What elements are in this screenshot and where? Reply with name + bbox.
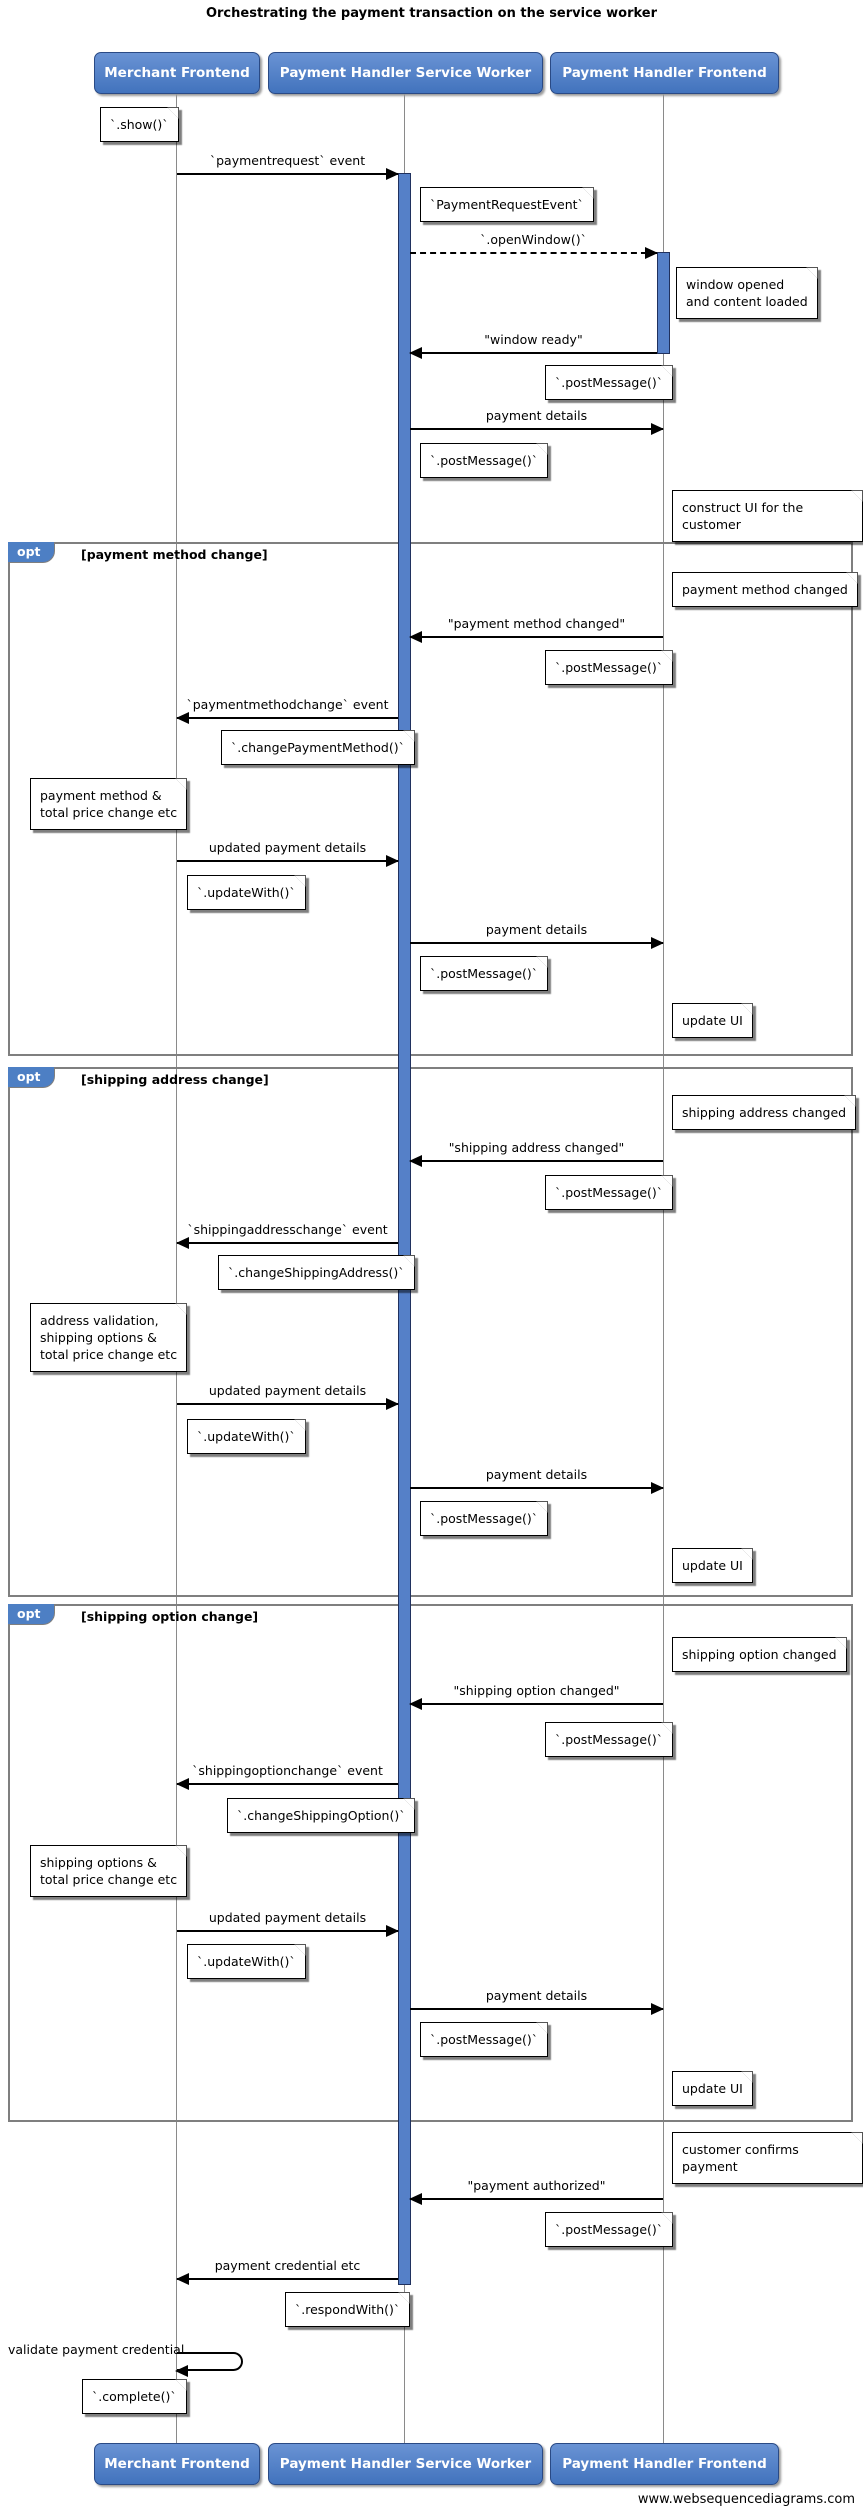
note-window-opened: window opened and content loaded xyxy=(676,267,818,319)
label-updated-payment-details-3: updated payment details xyxy=(208,1910,367,1925)
note-postmessage-3: `.postMessage()` xyxy=(545,650,674,685)
note-postmessage-5: `.postMessage()` xyxy=(545,1175,674,1210)
participant-merchant-frontend-bottom: Merchant Frontend xyxy=(94,2443,260,2485)
arrow-shippingaddresschange-event xyxy=(176,1237,398,1249)
label-window-ready: "window ready" xyxy=(484,332,583,347)
arrow-shipping-address-changed xyxy=(409,1155,663,1167)
arrow-updated-payment-details-3 xyxy=(177,1925,399,1937)
arrow-payment-details-2 xyxy=(410,937,664,949)
participant-service-worker-bottom: Payment Handler Service Worker xyxy=(268,2443,543,2485)
opt-frame-shipping-address-change xyxy=(8,1067,853,1597)
participant-merchant-frontend-top: Merchant Frontend xyxy=(94,52,260,94)
label-paymentmethodchange-event: `paymentmethodchange` event xyxy=(186,697,389,712)
note-postmessage-6: `.postMessage()` xyxy=(420,1501,549,1536)
lifeline-merchant-frontend xyxy=(176,92,177,2443)
note-changeshippingaddress: `.changeShippingAddress()` xyxy=(218,1255,415,1290)
arrow-payment-credential xyxy=(176,2273,398,2285)
note-respondwith: `.respondWith()` xyxy=(285,2292,411,2327)
label-payment-method-changed: "payment method changed" xyxy=(447,616,626,631)
note-postmessage-8: `.postMessage()` xyxy=(420,2022,549,2057)
note-changeshippingoption: `.changeShippingOption()` xyxy=(227,1798,416,1833)
label-shippingoptionchange-event: `shippingoptionchange` event xyxy=(192,1763,383,1778)
label-payment-authorized: "payment authorized" xyxy=(467,2178,606,2193)
activation-service-worker xyxy=(398,173,411,2285)
note-updatewith-2: `.updateWith()` xyxy=(187,1419,306,1454)
arrow-updated-payment-details-1 xyxy=(177,855,399,867)
note-update-ui-1: update UI xyxy=(672,1003,753,1038)
arrow-payment-authorized xyxy=(409,2193,663,2205)
note-paymentrequestevent: `PaymentRequestEvent` xyxy=(420,187,594,222)
opt-badge-3: opt xyxy=(8,1604,55,1625)
label-paymentrequest-event: `paymentrequest` event xyxy=(209,153,366,168)
note-update-ui-3: update UI xyxy=(672,2071,753,2106)
note-postmessage-4: `.postMessage()` xyxy=(420,956,549,991)
note-show: `.show()` xyxy=(100,107,179,142)
note-payment-method-changed: payment method changed xyxy=(672,572,858,607)
note-postmessage-1: `.postMessage()` xyxy=(545,365,674,400)
participant-handler-frontend-top: Payment Handler Frontend xyxy=(550,52,779,94)
note-updatewith-1: `.updateWith()` xyxy=(187,875,306,910)
arrow-payment-details-1 xyxy=(410,423,664,435)
label-validate-payment-credential: validate payment credential xyxy=(8,2342,185,2357)
label-openwindow: `.openWindow()` xyxy=(480,232,587,247)
arrow-updated-payment-details-2 xyxy=(177,1398,399,1410)
arrow-shipping-option-changed xyxy=(409,1698,663,1710)
arrow-validate-self-loop xyxy=(175,2352,243,2377)
participant-handler-frontend-bottom: Payment Handler Frontend xyxy=(550,2443,779,2485)
opt-condition-shipping-option: [shipping option change] xyxy=(81,1609,259,1624)
label-updated-payment-details-1: updated payment details xyxy=(208,840,367,855)
label-shippingaddresschange-event: `shippingaddresschange` event xyxy=(187,1222,388,1237)
arrow-payment-details-3 xyxy=(410,1482,664,1494)
participant-service-worker-top: Payment Handler Service Worker xyxy=(268,52,543,94)
arrow-payment-method-changed xyxy=(409,631,663,643)
label-payment-details-3: payment details xyxy=(485,1467,588,1482)
lifeline-handler-frontend xyxy=(663,92,664,2443)
note-update-ui-2: update UI xyxy=(672,1548,753,1583)
label-payment-details-2: payment details xyxy=(485,922,588,937)
arrow-paymentrequest-event xyxy=(177,168,399,180)
note-address-validation: address validation, shipping options & t… xyxy=(30,1303,188,1372)
note-payment-method-total: payment method & total price change etc xyxy=(30,778,188,830)
opt-condition-shipping-address: [shipping address change] xyxy=(81,1072,269,1087)
note-complete: `.complete()` xyxy=(82,2379,187,2414)
arrow-shippingoptionchange-event xyxy=(176,1778,398,1790)
note-shipping-option-changed: shipping option changed xyxy=(672,1637,847,1672)
opt-frame-payment-method-change xyxy=(8,542,853,1056)
note-updatewith-3: `.updateWith()` xyxy=(187,1944,306,1979)
arrow-payment-details-4 xyxy=(410,2003,664,2015)
note-construct-ui: construct UI for the customer xyxy=(672,490,863,542)
activation-handler-frontend xyxy=(657,252,670,354)
note-postmessage-2: `.postMessage()` xyxy=(420,443,549,478)
opt-frame-shipping-option-change xyxy=(8,1604,853,2122)
label-payment-details-1: payment details xyxy=(485,408,588,423)
note-customer-confirms: customer confirms payment xyxy=(672,2132,863,2184)
opt-badge-1: opt xyxy=(8,542,55,563)
label-updated-payment-details-2: updated payment details xyxy=(208,1383,367,1398)
note-shipping-options-total: shipping options & total price change et… xyxy=(30,1845,188,1897)
label-shipping-option-changed: "shipping option changed" xyxy=(453,1683,620,1698)
label-payment-credential: payment credential etc xyxy=(214,2258,361,2273)
diagram-title: Orchestrating the payment transaction on… xyxy=(205,6,658,21)
arrow-openwindow xyxy=(410,247,658,259)
note-shipping-address-changed: shipping address changed xyxy=(672,1095,857,1130)
arrow-paymentmethodchange-event xyxy=(176,712,398,724)
arrow-window-ready xyxy=(409,347,657,359)
note-changepaymentmethod: `.changePaymentMethod()` xyxy=(221,730,415,765)
note-postmessage-9: `.postMessage()` xyxy=(545,2212,674,2247)
opt-badge-2: opt xyxy=(8,1067,55,1088)
watermark-websequencediagrams: www.websequencediagrams.com xyxy=(637,2492,855,2507)
note-postmessage-7: `.postMessage()` xyxy=(545,1722,674,1757)
label-shipping-address-changed: "shipping address changed" xyxy=(448,1140,625,1155)
label-payment-details-4: payment details xyxy=(485,1988,588,2003)
opt-condition-payment-method: [payment method change] xyxy=(81,547,268,562)
